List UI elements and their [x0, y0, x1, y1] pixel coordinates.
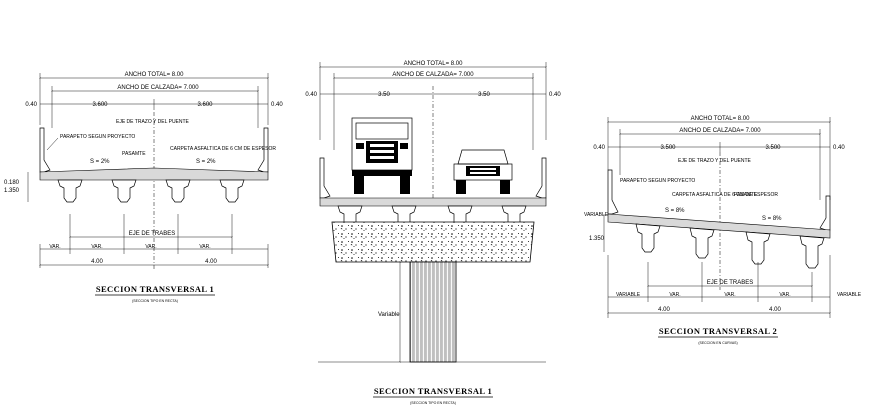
left-edge-label: 0.40 — [305, 92, 317, 98]
spacing-label: VAR. — [199, 244, 210, 250]
section-title: SECCION TRANSVERSAL 1 — [374, 386, 492, 396]
spacing-label: VAR. — [145, 244, 156, 250]
left-lane-label: 3.50 — [378, 92, 390, 98]
parapet-label: PARAPETO SEGUN PROYECTO — [60, 134, 135, 140]
total-width-label: ANCHO TOTAL= 8.00 — [404, 61, 464, 67]
beams-axis-label: EJE DE TRABES — [707, 280, 754, 286]
section-title: SECCION TRANSVERSAL 2 — [659, 326, 777, 336]
spacing-label: VAR. — [49, 244, 60, 250]
right-edge-label: 0.40 — [549, 92, 561, 98]
half-right-label: 4.00 — [205, 259, 217, 265]
spacing-label: VAR. — [779, 292, 790, 298]
rail-label: PASAMTE — [734, 192, 758, 198]
right-lane-label: 3.500 — [765, 145, 781, 151]
section-1: ANCHO TOTAL= 8.00 ANCHO DE CALZADA= 7.00… — [4, 72, 283, 303]
section-title: SECCION TRANSVERSAL 1 — [96, 284, 214, 294]
right-edge-label: 0.40 — [833, 145, 845, 151]
roadway-width-label: ANCHO DE CALZADA= 7.000 — [117, 85, 199, 91]
variable-label: VARIABLE — [584, 212, 609, 218]
section-3: ANCHO TOTAL= 8.00 ANCHO DE CALZADA= 7.00… — [584, 116, 862, 345]
asphalt-label: CARPETA ASFALTICA DE 6 CM DE ESPESOR — [170, 146, 276, 152]
spacing-label: VAR. — [669, 292, 680, 298]
left-edge-label: 0.40 — [25, 102, 37, 108]
beams — [57, 179, 245, 203]
spacing-label: VAR. — [91, 244, 102, 250]
asphalt-label: CARPETA ASFALTICA DE 6 CM DE ESPESOR — [672, 192, 778, 198]
rail-label: PASAMTE — [122, 151, 146, 157]
pier-height-label: Variable — [378, 312, 400, 318]
total-width-label: ANCHO TOTAL= 8.00 — [691, 116, 751, 122]
section-subtitle: (SECCION TIPO EN RECTA) — [410, 401, 456, 405]
left-lane-label: 3.500 — [660, 145, 676, 151]
beams-axis-label: EJE DE TRABES — [129, 231, 176, 237]
axis-label: EJE DE TRAZO Y DEL PUENTE — [116, 119, 190, 125]
roadway-width-label: ANCHO DE CALZADA= 7.000 — [679, 128, 761, 134]
right-lane-label: 3.600 — [197, 102, 213, 108]
truck-icon — [351, 117, 413, 194]
spacing-label: VARIABLE — [616, 292, 641, 298]
spacing-label: VAR. — [724, 292, 735, 298]
half-right-label: 4.00 — [769, 307, 781, 313]
slope-left-label: S = 2% — [90, 159, 110, 165]
spacing-label: VARIABLE — [837, 292, 862, 298]
left-lane-label: 3.600 — [92, 102, 108, 108]
slope-left-label: S = 8% — [665, 208, 685, 214]
roadway-width-label: ANCHO DE CALZADA= 7.000 — [392, 72, 474, 78]
section-subtitle: (SECCION TIPO EN RECTA) — [132, 299, 178, 303]
axis-label: EJE DE TRAZO Y DEL PUENTE — [678, 158, 752, 164]
half-left-label: 4.00 — [658, 307, 670, 313]
slope-right-label: S = 8% — [762, 216, 782, 222]
parapet-label: PARAPETO SEGUN PROYECTO — [620, 178, 695, 184]
car-icon — [453, 149, 513, 194]
section-2: ANCHO TOTAL= 8.00 ANCHO DE CALZADA= 7.00… — [305, 61, 561, 405]
slope-right-label: S = 2% — [196, 159, 216, 165]
pier-column — [409, 261, 457, 363]
right-lane-label: 3.50 — [478, 92, 490, 98]
depth-label: 1.350 — [589, 236, 605, 242]
left-edge-label: 0.40 — [593, 145, 605, 151]
depth-label: 1.350 — [4, 188, 20, 194]
section-subtitle: (SECCION EN CURVAS) — [698, 341, 737, 345]
right-edge-label: 0.40 — [271, 102, 283, 108]
slab-thickness-label: 0.180 — [4, 180, 20, 186]
pier-cap — [331, 221, 535, 263]
half-left-label: 4.00 — [91, 259, 103, 265]
total-width-label: ANCHO TOTAL= 8.00 — [125, 72, 185, 78]
